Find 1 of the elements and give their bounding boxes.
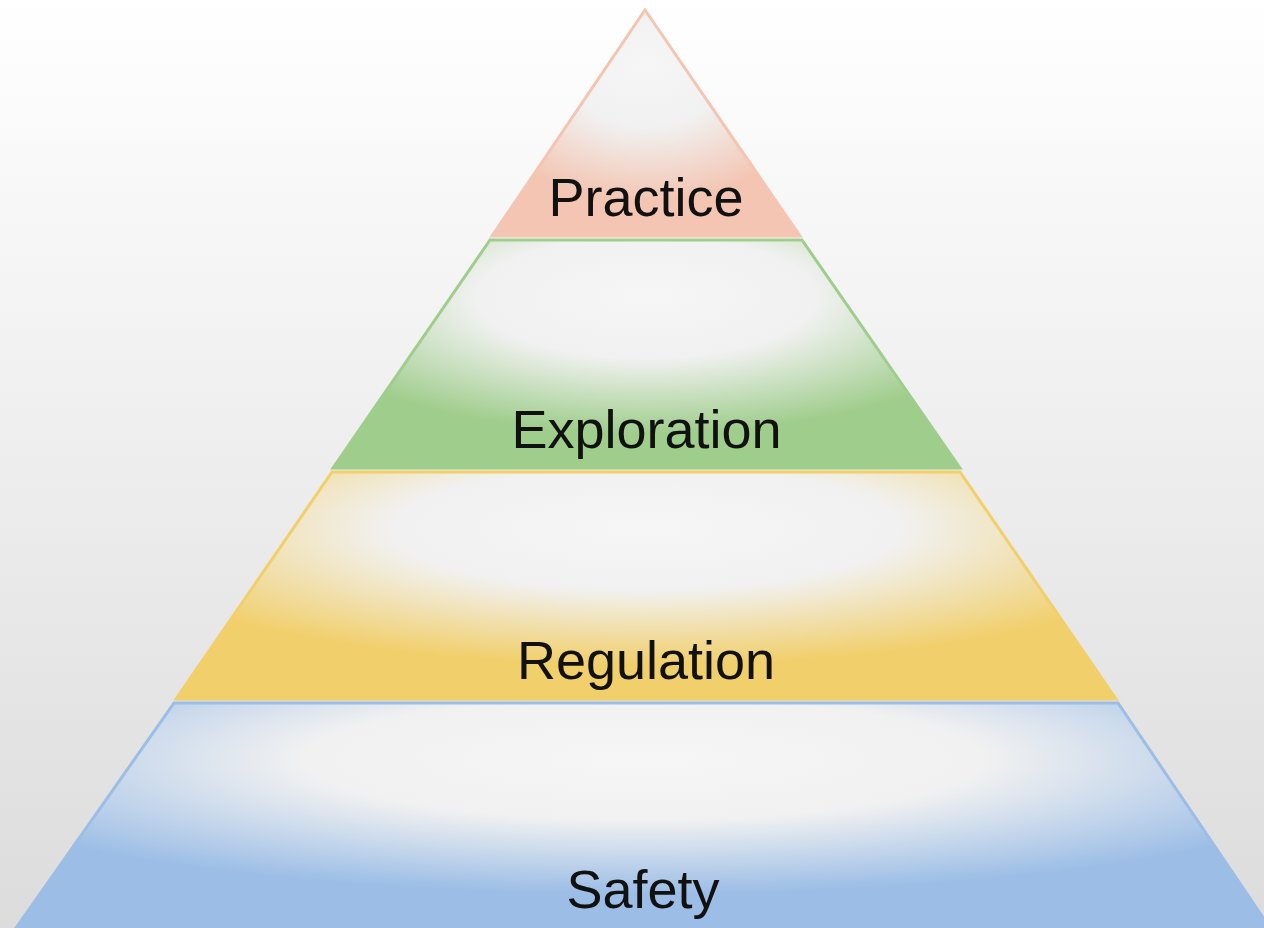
tier-label: Practice <box>547 170 745 224</box>
